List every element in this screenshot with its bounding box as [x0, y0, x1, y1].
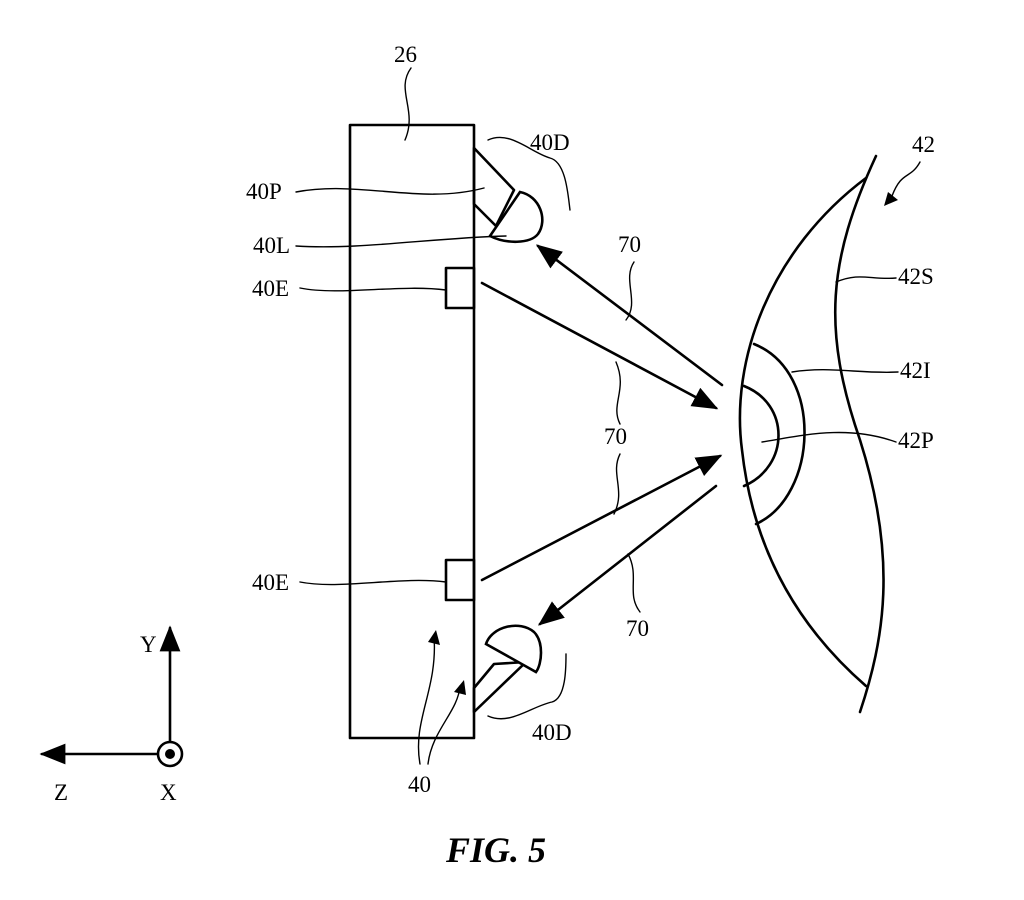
bottom-detector-label: 40D	[532, 720, 572, 745]
sensor-leader-1	[417, 635, 436, 765]
x-axis-label: X	[160, 780, 177, 805]
pupil-outline	[742, 384, 780, 488]
eye-cornea-edge	[738, 176, 868, 688]
x-axis-dot	[165, 749, 175, 759]
bottom-detector	[472, 624, 543, 714]
ray-leader-2b	[613, 453, 621, 515]
bottom-prism	[472, 660, 528, 714]
eye	[738, 154, 885, 714]
housing-leader	[404, 67, 412, 141]
ray-leader-2a	[615, 361, 621, 425]
top-emitter-leader	[299, 287, 447, 292]
ray-leader-3	[627, 553, 641, 613]
ray-label-2: 70	[604, 424, 627, 449]
top-lens	[488, 190, 544, 244]
sensor-arrowhead-1	[428, 630, 440, 645]
bottom-emitter-leader	[299, 579, 447, 586]
axes-indicator	[39, 625, 184, 768]
ray-from-bottom-emitter	[480, 454, 723, 582]
top-detector-brace	[487, 136, 571, 211]
ray-label-3: 70	[626, 616, 649, 641]
bottom-detector-brace	[487, 653, 567, 720]
iris-leader	[791, 369, 899, 374]
z-axis-label: Z	[54, 780, 68, 805]
sensor-leader-2	[427, 685, 461, 765]
ray-label-1: 70	[618, 232, 641, 257]
sensor-group-label: 40	[408, 772, 431, 797]
bottom-emitter	[444, 558, 476, 602]
figure-caption: FIG. 5	[445, 830, 546, 870]
top-emitter-label: 40E	[252, 276, 289, 301]
housing-label: 26	[394, 42, 417, 67]
ray-from-top-emitter	[480, 281, 719, 410]
ray-leader-1	[625, 261, 635, 321]
housing-body	[348, 123, 476, 740]
eye-leader	[891, 161, 921, 197]
pupil-leader	[761, 431, 897, 443]
prism-leader	[295, 187, 485, 195]
bottom-lens	[484, 624, 543, 674]
eye-label: 42	[912, 132, 935, 157]
sclera-label: 42S	[898, 264, 934, 289]
top-emitter	[444, 266, 476, 310]
lens-label: 40L	[253, 233, 290, 258]
top-detector	[472, 146, 544, 244]
top-detector-label: 40D	[530, 130, 570, 155]
eye-back-edge	[833, 154, 885, 714]
pupil-label: 42P	[898, 428, 934, 453]
sclera-leader	[835, 276, 897, 283]
iris-outline	[752, 342, 806, 526]
eye-arrowhead	[884, 192, 898, 206]
sensor-arrowhead-2	[454, 680, 466, 695]
ray-to-top-detector	[535, 244, 724, 387]
iris-label: 42I	[900, 358, 931, 383]
y-axis-label: Y	[140, 632, 157, 657]
bottom-emitter-label: 40E	[252, 570, 289, 595]
lens-leader	[295, 235, 507, 248]
prism-label: 40P	[246, 179, 282, 204]
